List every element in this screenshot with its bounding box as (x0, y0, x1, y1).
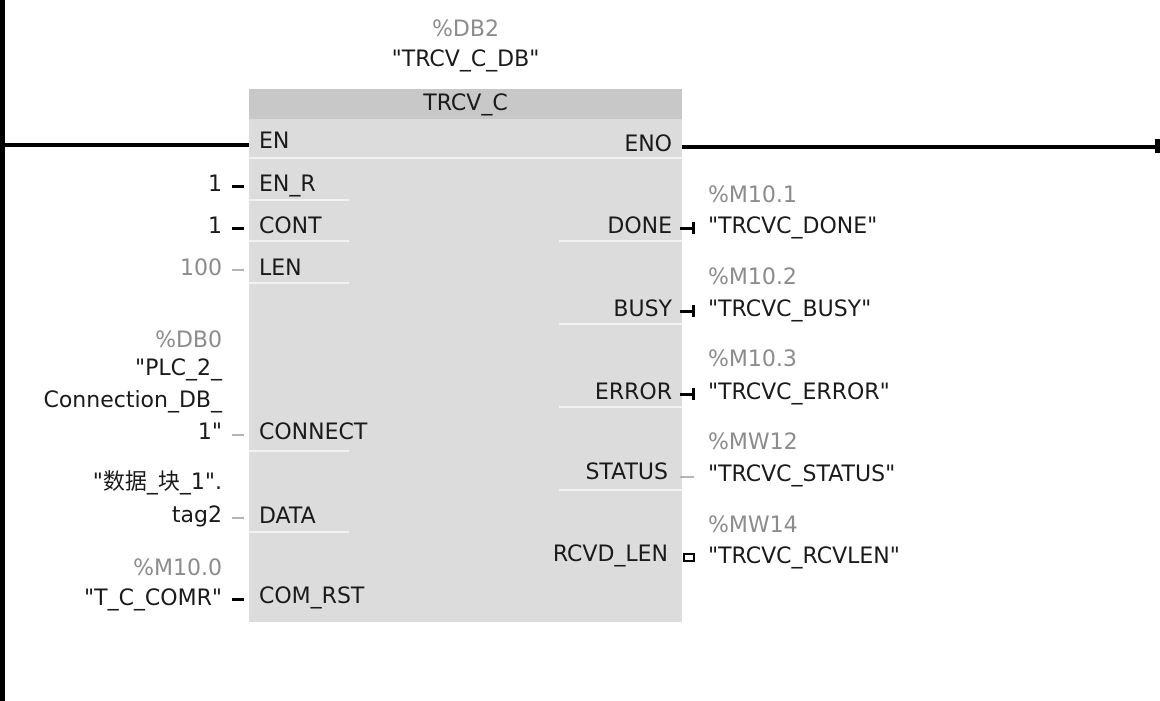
pin-done: DONE (607, 214, 672, 239)
pin-stub-box (683, 553, 695, 562)
pin-cont: CONT (259, 214, 322, 239)
data-operand-line2[interactable]: tag2 (171, 503, 222, 528)
cont-operand[interactable]: 1 (208, 214, 222, 239)
done-operand-address[interactable]: %M10.1 (708, 183, 797, 208)
block-header[interactable] (249, 89, 682, 119)
error-operand-address[interactable]: %M10.3 (708, 347, 797, 372)
connect-operand-line3[interactable]: 1" (197, 420, 222, 445)
pin-stub (232, 598, 244, 601)
pin-stub (232, 434, 244, 436)
connect-operand-line1[interactable]: "PLC_2_ (134, 356, 222, 381)
busy-operand-name[interactable]: "TRCVC_BUSY" (708, 297, 872, 322)
pin-stub (680, 227, 694, 230)
pin-com-rst: COM_RST (259, 584, 365, 609)
pin-en: EN (259, 129, 290, 154)
pin-separator (249, 531, 349, 533)
pin-separator (249, 240, 349, 242)
data-operand-line1[interactable]: "数据_块_1". (92, 470, 222, 495)
rcvd-len-operand-name[interactable]: "TRCVC_RCVLEN" (708, 544, 900, 569)
output-power-wire[interactable] (682, 145, 1156, 149)
pin-busy: BUSY (613, 297, 672, 322)
pin-separator (559, 406, 682, 408)
com-rst-operand-address[interactable]: %M10.0 (133, 556, 222, 581)
pin-stub-tick (692, 388, 695, 400)
rcvd-len-operand-address[interactable]: %MW14 (708, 513, 798, 538)
status-operand-address[interactable]: %MW12 (708, 430, 798, 455)
pin-separator (559, 489, 682, 491)
pin-separator (249, 157, 682, 159)
done-operand-name[interactable]: "TRCVC_DONE" (708, 214, 878, 239)
pin-len: LEN (259, 256, 302, 281)
pin-separator (249, 282, 349, 284)
instance-db-name[interactable]: "TRCV_C_DB" (391, 47, 540, 72)
pin-stub (680, 476, 694, 478)
pin-separator (249, 199, 349, 201)
pin-stub (232, 517, 244, 519)
wire-end-marker (1155, 139, 1160, 153)
block-title: TRCV_C (423, 91, 508, 116)
instance-db-address[interactable]: %DB2 (432, 17, 499, 42)
connect-operand-line2[interactable]: Connection_DB_ (43, 388, 222, 413)
pin-status: STATUS (585, 460, 668, 485)
pin-rcvd-len: RCVD_LEN (552, 542, 668, 567)
status-operand-name[interactable]: "TRCVC_STATUS" (708, 462, 896, 487)
pin-stub-tick (692, 222, 695, 234)
left-power-rail (0, 0, 5, 701)
en-r-operand[interactable]: 1 (208, 172, 222, 197)
error-operand-name[interactable]: "TRCVC_ERROR" (708, 380, 890, 405)
pin-stub (680, 310, 694, 313)
input-power-wire[interactable] (5, 143, 249, 147)
pin-connect: CONNECT (259, 420, 368, 445)
pin-en-r: EN_R (259, 172, 316, 197)
com-rst-operand-name[interactable]: "T_C_COMR" (84, 586, 222, 611)
pin-separator (559, 323, 682, 325)
busy-operand-address[interactable]: %M10.2 (708, 265, 797, 290)
pin-data: DATA (259, 504, 316, 529)
connect-operand-address[interactable]: %DB0 (155, 328, 222, 353)
pin-eno: ENO (624, 132, 672, 157)
pin-stub (232, 185, 244, 188)
pin-stub (232, 269, 244, 271)
pin-separator (559, 240, 682, 242)
pin-separator (249, 450, 349, 452)
len-operand[interactable]: 100 (180, 256, 222, 281)
pin-error: ERROR (594, 380, 672, 405)
pin-stub-tick (692, 305, 695, 317)
pin-stub (232, 227, 244, 230)
trcv-c-block[interactable] (249, 89, 682, 622)
pin-stub (680, 393, 694, 396)
